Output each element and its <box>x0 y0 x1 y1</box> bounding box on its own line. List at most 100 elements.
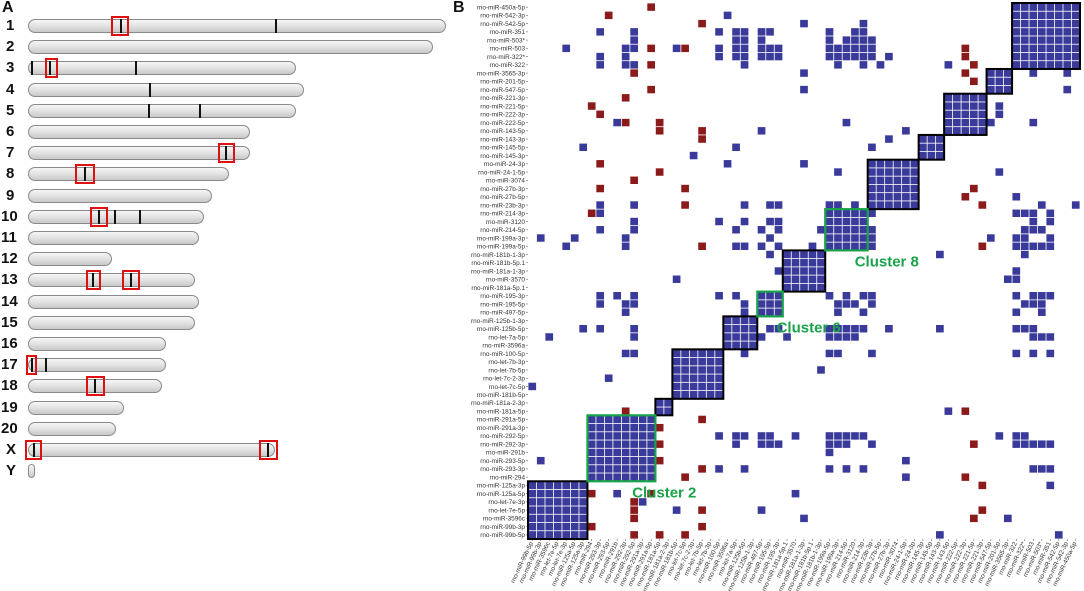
matrix-cell <box>596 465 605 473</box>
matrix-cell <box>528 522 537 531</box>
matrix-cell <box>621 300 630 308</box>
matrix-cell <box>1046 465 1055 473</box>
matrix-cell <box>885 176 893 185</box>
matrix-cell <box>893 168 902 176</box>
matrix-cell <box>953 94 961 102</box>
matrix-cell <box>630 456 638 465</box>
matrix-cell <box>978 506 987 514</box>
row-label: rno-miR-214-5p <box>480 227 525 234</box>
matrix-cell <box>910 193 919 201</box>
matrix-cell <box>740 316 749 325</box>
matrix-cell <box>689 151 698 160</box>
matrix-cell <box>621 349 630 358</box>
row-label: rno-miR-24-1-5p <box>478 169 525 176</box>
row-label: rno-miR-181a-1-3p <box>471 268 525 275</box>
matrix-cell <box>1071 44 1080 53</box>
matrix-cell <box>774 226 783 234</box>
matrix-cell <box>740 217 749 226</box>
locus-mark <box>148 103 151 118</box>
matrix-cell <box>596 110 605 119</box>
matrix-cell <box>1046 234 1055 242</box>
matrix-cell <box>681 390 689 399</box>
matrix-cell <box>545 531 554 539</box>
matrix-cell <box>596 473 605 481</box>
matrix-cell <box>825 201 834 209</box>
matrix-cell <box>766 234 774 242</box>
matrix-cell <box>842 300 851 308</box>
matrix-cell <box>1029 44 1038 53</box>
row-label: rno-miR-293-3p <box>480 466 525 473</box>
matrix-cell <box>834 234 842 242</box>
matrix-cell <box>562 489 571 498</box>
matrix-cell <box>995 77 1004 86</box>
matrix-cell <box>970 440 978 448</box>
matrix-cell <box>834 61 842 69</box>
matrix-cell <box>766 308 774 316</box>
matrix-cell <box>672 374 681 382</box>
matrix-cell <box>970 127 978 135</box>
matrix-cell <box>715 44 723 53</box>
matrix-cell <box>834 325 842 333</box>
matrix-cell <box>579 325 588 333</box>
matrix-cell <box>774 217 783 226</box>
matrix-cell <box>944 94 953 102</box>
matrix-cell <box>681 531 689 539</box>
matrix-cell <box>1012 242 1021 250</box>
matrix-cell <box>740 36 749 44</box>
chromosome-label-7: 7 <box>6 144 15 162</box>
matrix-cell <box>1046 209 1055 217</box>
matrix-cell <box>1029 11 1038 20</box>
matrix-cell <box>1003 77 1012 86</box>
matrix-cell <box>604 432 613 440</box>
matrix-cell <box>885 193 893 201</box>
matrix-cell <box>902 176 910 185</box>
row-label: rno-miR-143-3p <box>480 136 525 143</box>
matrix-cell <box>536 531 545 539</box>
chromosome-bar-18 <box>28 376 162 397</box>
matrix-cell <box>1037 28 1046 36</box>
chromosome-bar-16 <box>28 337 166 351</box>
matrix-cell <box>961 473 970 481</box>
matrix-cell <box>630 292 638 300</box>
matrix-cell <box>834 300 842 308</box>
chromosome-bar-20 <box>28 421 116 436</box>
matrix-cell <box>630 423 638 432</box>
matrix-cell <box>859 465 868 473</box>
matrix-cell <box>655 399 664 407</box>
matrix-cell <box>774 292 783 300</box>
matrix-cell <box>995 102 1004 110</box>
matrix-cell <box>791 432 800 440</box>
matrix-cell <box>995 432 1004 440</box>
matrix-cell <box>868 242 876 250</box>
matrix-cell <box>630 325 638 333</box>
row-label: rno-miR-503 <box>489 46 525 53</box>
row-label: rno-let-7b-5p <box>488 367 525 374</box>
matrix-cell <box>647 456 655 465</box>
chromosome-bar-14 <box>28 294 200 309</box>
matrix-cell <box>689 357 698 366</box>
matrix-cell <box>825 36 834 44</box>
matrix-cell <box>630 36 638 44</box>
matrix-cell <box>604 440 613 448</box>
matrix-cell <box>1063 36 1072 44</box>
matrix-cell <box>715 292 723 300</box>
matrix-cell <box>757 333 766 341</box>
row-label: rno-miR-222-5p <box>480 120 525 127</box>
row-label: rno-miR-3565-3p <box>477 70 526 77</box>
row-label: rno-miR-291b <box>486 450 526 457</box>
matrix-cell <box>596 160 605 168</box>
matrix-cell <box>587 440 596 448</box>
matrix-cell <box>1063 3 1072 11</box>
matrix-cell <box>859 19 868 28</box>
matrix-cell <box>630 44 638 53</box>
matrix-cell <box>553 489 562 498</box>
matrix-cell <box>587 522 596 531</box>
matrix-cell <box>1012 440 1021 448</box>
matrix-cell <box>825 333 834 341</box>
matrix-cell <box>1003 85 1012 94</box>
matrix-cell <box>961 193 970 201</box>
matrix-cell <box>859 28 868 36</box>
row-label: rno-miR-145-3p <box>480 153 525 160</box>
matrix-cell <box>919 151 927 160</box>
matrix-cell <box>1071 28 1080 36</box>
